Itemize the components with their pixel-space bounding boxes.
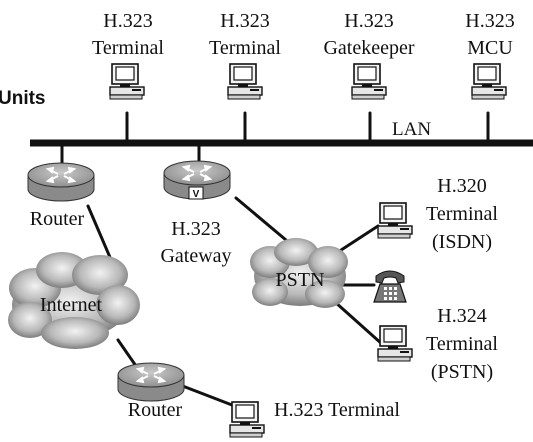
- router-icon: [27, 162, 95, 202]
- computer-icon: [377, 325, 413, 362]
- h320-line2: Terminal: [426, 203, 498, 225]
- internet-label: Internet: [40, 294, 103, 316]
- gateway-line1: H.323: [171, 218, 220, 240]
- gateway-badge: V: [193, 189, 200, 200]
- gatekeeper-line2: Gatekeeper: [323, 37, 414, 59]
- computer-icon: [229, 401, 265, 438]
- computer-icon: [351, 63, 387, 100]
- terminal-2-line2: Terminal: [209, 37, 281, 59]
- device-h320-terminal: H.320 Terminal (ISDN): [377, 175, 498, 253]
- telephone-icon: [373, 270, 407, 303]
- h320-line3: (ISDN): [432, 231, 492, 253]
- h324-line3: (PSTN): [431, 361, 493, 383]
- mcu-line2: MCU: [467, 37, 513, 59]
- computer-icon: [377, 202, 413, 239]
- gateway-line2: Gateway: [160, 245, 231, 267]
- h324-line2: Terminal: [426, 333, 498, 355]
- router-top-label: Router: [30, 208, 85, 230]
- lan-label: LAN: [392, 119, 431, 140]
- device-h323-terminal-bottom: H.323 Terminal: [229, 399, 400, 438]
- device-terminal-2: H.323 Terminal: [209, 10, 281, 100]
- h323-terminal-bottom-label: H.323 Terminal: [274, 399, 400, 421]
- internet-cloud: Internet: [8, 252, 140, 349]
- terminal-2-line1: H.323: [220, 10, 269, 32]
- device-gateway: V H.323 Gateway: [160, 160, 232, 267]
- computer-icon: [227, 63, 263, 100]
- terminal-1-line2: Terminal: [92, 37, 164, 59]
- cloud-icon: [8, 252, 140, 349]
- pstn-cloud: PSTN: [250, 238, 348, 308]
- h320-line1: H.320: [437, 175, 486, 197]
- connection-lines: [30, 111, 533, 407]
- mcu-line1: H.323: [465, 10, 514, 32]
- device-h324-terminal: H.324 Terminal (PSTN): [377, 305, 498, 383]
- computer-icon: [471, 63, 507, 100]
- device-router-top: Router: [27, 162, 95, 230]
- device-gatekeeper: H.323 Gatekeeper: [323, 10, 415, 100]
- router-icon: [117, 362, 185, 402]
- terminal-1-line1: H.323: [103, 10, 152, 32]
- computer-icon: [109, 63, 145, 100]
- device-mcu: H.323 MCU: [465, 10, 515, 100]
- router-bottom-label: Router: [128, 399, 183, 421]
- cloud-icon: [250, 238, 348, 308]
- device-router-bottom: Router: [117, 362, 185, 421]
- gatekeeper-line1: H.323: [344, 10, 393, 32]
- heading-fragment: Units: [0, 88, 46, 109]
- device-phone: [373, 270, 407, 303]
- h324-line1: H.324: [437, 305, 486, 327]
- device-terminal-1: H.323 Terminal: [92, 10, 164, 100]
- pstn-label: PSTN: [276, 269, 325, 291]
